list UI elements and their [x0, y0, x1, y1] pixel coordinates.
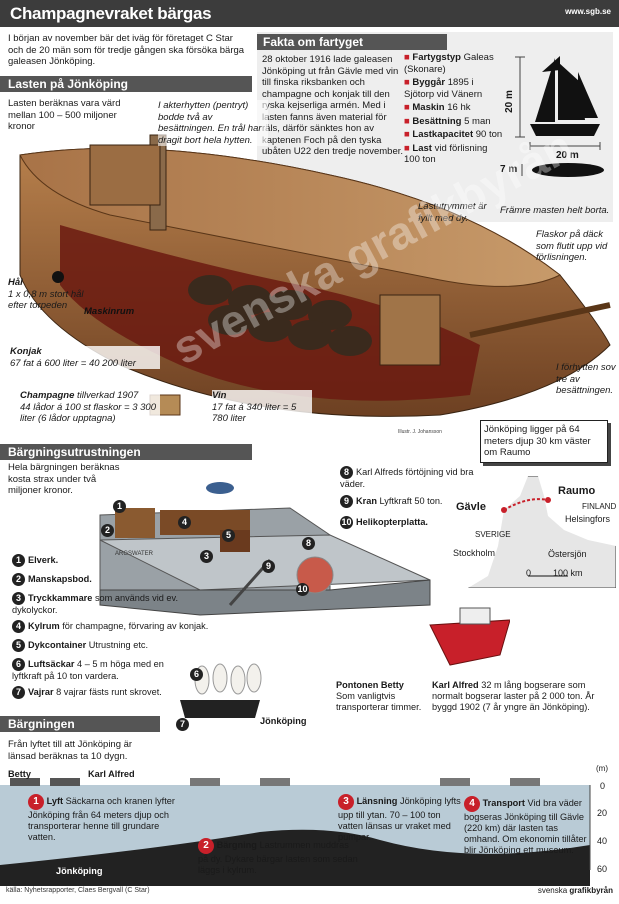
section-karl: Karl Alfred — [88, 769, 135, 779]
pontoon-hull-name: ARGSWATER — [115, 551, 154, 557]
salvage-section-title: Bärgningen — [8, 717, 75, 731]
tug-label: Karl Alfred 32 m lång bogserare som norm… — [432, 680, 595, 712]
depth-unit: (m) — [596, 764, 608, 773]
facts-body: 28 oktober 1916 lade galeasen Jönköping … — [262, 54, 404, 157]
fact-row: ■ Besättning 5 man — [404, 115, 491, 127]
marker-7: 7 — [176, 718, 189, 731]
fact-row: ■ Fartygstyp Galeas (Skonare) — [404, 52, 494, 75]
marker-9: 9 — [262, 560, 275, 573]
title-bar: Champagnevraket bärgas www.sgb.se — [0, 0, 619, 27]
equipment-cost: Hela bärgningen beräknas kosta strax und… — [8, 462, 120, 496]
cabin-note: I akterhytten (pentryt) bodde två av bes… — [158, 100, 268, 146]
engine-room-label: Maskinrum — [84, 306, 135, 317]
map-sverige: SVERIGE — [475, 530, 511, 539]
facts-list: ■ Fartygstyp Galeas (Skonare) ■ Byggår 1… — [404, 52, 504, 166]
section-wreck: Jönköping — [56, 866, 103, 876]
sea-cross-section — [0, 778, 591, 886]
fact-row: ■ Last vid förlisning 100 ton — [404, 142, 488, 166]
section-betty: Betty — [8, 769, 31, 779]
cargo-section-title: Lasten på Jönköping — [8, 77, 129, 91]
map-stockholm: Stockholm — [453, 548, 496, 558]
map-ostersjon: Östersjön — [548, 549, 587, 559]
map-callout: Jönköping ligger på 64 meters djup 30 km… — [480, 420, 608, 463]
facts-title: Fakta om fartyget — [263, 35, 364, 49]
salvage-step-2: 2 Bärgning Lastrummen muddras på dy. Dyk… — [198, 838, 358, 875]
map-finland: FINLAND — [582, 502, 617, 511]
facts-bar: Fakta om fartyget — [257, 34, 447, 50]
cargo-value-note: Lasten beräknas vara värd mellan 100 – 5… — [8, 98, 121, 132]
map-helsingfors: Helsingfors — [565, 514, 611, 524]
marker-4: 4 — [178, 516, 191, 529]
marker-10: 10 — [296, 583, 309, 596]
map-raumo: Raumo — [558, 485, 596, 497]
hold-note: Lastutrymmet är fyllt med dy. — [418, 201, 487, 224]
cognac-label: Konjak 67 fat á 600 liter = 40 200 liter — [10, 346, 160, 369]
salvage-step-3: 3 Länsning Jönköping lyfts upp till ytan… — [338, 794, 461, 842]
depth-0: 0 — [600, 781, 606, 791]
fact-row: ■ Maskin 16 hk — [404, 102, 471, 113]
fact-row: ■ Lastkapacitet 90 ton — [404, 129, 503, 140]
salvage-section-bar: Bärgningen — [0, 716, 160, 732]
illustration-credit: Illustr. J. Johansson — [398, 429, 442, 435]
champagne-label: Champagne tillverkad 1907 44 lådor á 100… — [20, 390, 160, 425]
brand-logo: svenska grafikbyrån — [537, 886, 613, 895]
marker-6: 6 — [190, 668, 203, 681]
depth-20: 20 — [597, 808, 608, 818]
salvage-step-4: 4 Transport Vid bra väder bogseras Jönkö… — [464, 796, 587, 855]
bottles-note: Flaskor på däck som flutit upp vid förli… — [536, 229, 608, 263]
ship-silhouette — [515, 56, 604, 177]
source-credit: källa: Nyhetsrapporter, Claes Bergvall (… — [6, 887, 150, 894]
salvage-step-1: 1 Lyft Säckarna och kranen lyfter Jönköp… — [28, 794, 175, 842]
map-scale-0: 0 — [526, 568, 532, 578]
dim-width: 7 m — [500, 164, 518, 175]
site-url: www.sgb.se — [565, 7, 611, 16]
marker-8: 8 — [302, 537, 315, 550]
salvage-intro: Från lyftet till att Jönköping är länsad… — [8, 739, 133, 762]
marker-3: 3 — [200, 550, 213, 563]
depth-40: 40 — [597, 836, 608, 846]
cargo-section-bar: Lasten på Jönköping — [0, 76, 252, 92]
equipment-section-bar: Bärgningsutrustningen — [0, 444, 252, 460]
marker-1: 1 — [113, 500, 126, 513]
foremast-note: Främre masten helt borta. — [500, 205, 610, 216]
page-title: Champagnevraket bärgas — [10, 4, 212, 23]
map-gavle: Gävle — [456, 501, 486, 513]
marker-2: 2 — [101, 524, 114, 537]
map-scale-100: 100 km — [553, 568, 583, 578]
wreck-illustration — [19, 134, 611, 417]
depth-60: 60 — [597, 864, 608, 874]
hole-label: Hål 1 x 0,8 m stort hål efter torpeden — [8, 277, 84, 311]
marker-5: 5 — [222, 529, 235, 542]
fact-row: ■ Byggår 1895 i Sjötorp vid Vänern — [404, 77, 483, 100]
wine-label: Vin 17 fat á 340 liter = 5 780 liter — [212, 390, 312, 425]
baltic-map — [468, 476, 616, 588]
equipment-section-title: Bärgningsutrustningen — [8, 445, 141, 459]
dim-length: 20 m — [556, 150, 579, 161]
pontoon-label: Pontonen Betty Som vanligtvis transporte… — [336, 680, 422, 712]
wreck-label-pontoon: Jönköping — [260, 716, 307, 726]
fore-cabin-note: I förhytten sov tre av besättningen. — [556, 362, 616, 396]
intro-text: I början av november bär det iväg för fö… — [8, 33, 245, 67]
